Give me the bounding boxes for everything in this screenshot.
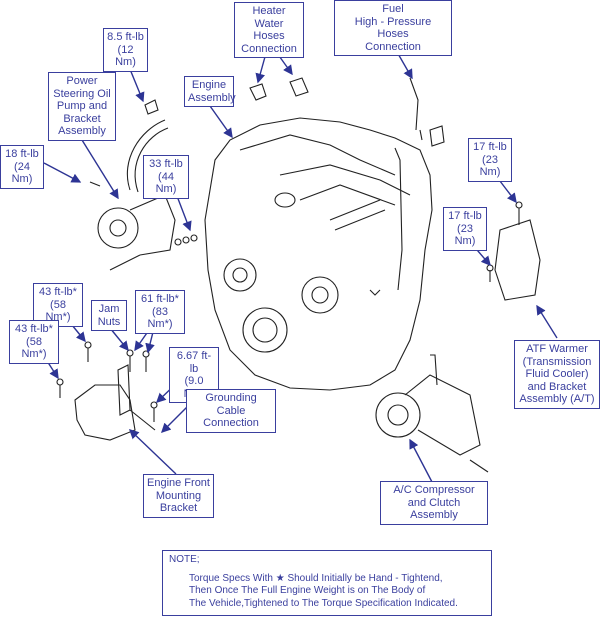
callout-fuel-high-pressure-hoses: Fuel High - Pressure Hoses Connection	[334, 0, 452, 56]
callout-torque-17-upper: 17 ft-lb (23 Nm)	[468, 138, 512, 182]
callout-heater-water-hoses: Heater Water Hoses Connection	[234, 2, 304, 58]
power-steering-pump-drawing	[89, 99, 198, 271]
note-title: NOTE;	[169, 554, 200, 565]
callout-jam-nuts: Jam Nuts	[91, 300, 127, 331]
leader-lines	[39, 44, 558, 483]
callout-torque-43-lower: 43 ft-lb* (58 Nm*)	[9, 320, 59, 364]
callout-engine-assembly: Engine Assembly	[184, 76, 236, 107]
callout-engine-front-mount: Engine Front Mounting Bracket	[143, 474, 214, 518]
atf-warmer-drawing	[486, 201, 541, 301]
callout-torque-17-lower: 17 ft-lb (23 Nm)	[443, 207, 487, 251]
callout-torque-18: 18 ft-lb (24 Nm)	[0, 145, 44, 189]
callout-torque-33: 33 ft-lb (44 Nm)	[143, 155, 189, 199]
note-body: Torque Specs With ★ Should Initially be …	[189, 572, 458, 609]
callout-torque-61: 61 ft-lb* (83 Nm*)	[135, 290, 185, 334]
callout-grounding-cable: Grounding Cable Connection	[186, 389, 276, 433]
callout-power-steering: Power Steering Oil Pump and Bracket Asse…	[48, 72, 116, 141]
engine-front-mount-drawing	[56, 341, 158, 441]
callout-torque-8-5: 8.5 ft-lb (12 Nm)	[103, 28, 148, 72]
engine-assembly-drawing	[204, 77, 445, 391]
callout-ac-compressor: A/C Compressor and Clutch Assembly	[380, 481, 488, 525]
callout-atf-warmer: ATF Warmer (Transmission Fluid Cooler) a…	[514, 340, 600, 409]
ac-compressor-drawing	[375, 354, 489, 473]
torque-note-box: NOTE; Torque Specs With ★ Should Initial…	[162, 550, 492, 616]
